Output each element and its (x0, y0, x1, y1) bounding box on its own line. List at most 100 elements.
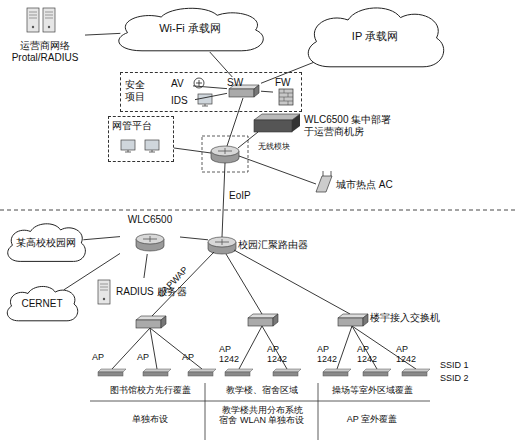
connector-line (195, 93, 227, 99)
router-icon (208, 237, 236, 254)
deploy-note: 教学楼共用分布系统 宿舍 WLAN 单独布设 (214, 405, 310, 426)
connector-line (193, 86, 227, 89)
server-icon (98, 280, 110, 304)
ap-node: AP 1242 (357, 344, 391, 378)
connector-line (83, 237, 120, 240)
deploy-note: AP 室外覆盖 (317, 414, 427, 424)
node-text: IDS (171, 95, 195, 107)
hotspot-ac-icon (316, 176, 332, 192)
node-text: 安全 项目 (125, 79, 151, 102)
ap-icon (323, 369, 351, 376)
ap-icon (273, 369, 301, 376)
node-text: RADIUS 服务器 (116, 286, 192, 298)
wlc-module-side (292, 114, 300, 132)
table-rule (90, 401, 430, 402)
link-line (226, 254, 262, 314)
antivirus-symbol (194, 78, 204, 88)
area-caption: 图书馆校方先行覆盖 (95, 385, 205, 395)
ap-node: AP 1242 (396, 344, 430, 378)
switch-icon (248, 314, 278, 326)
link-line (174, 148, 211, 153)
node-text: FW (275, 77, 299, 89)
router-icon (211, 146, 239, 163)
device-node: SW (227, 77, 261, 103)
node-text: AP 1242 (396, 344, 420, 365)
ap-icon (402, 369, 430, 376)
switch-node: 楼宇接入交换机 (336, 311, 440, 333)
server-icon (27, 8, 39, 32)
network-cloud: CERNET (3, 283, 81, 325)
table-rule (318, 383, 319, 440)
boundary-line (0, 210, 515, 211)
link-line (234, 250, 350, 314)
ssid-label: SSID 1 (440, 360, 485, 370)
router-icon (136, 234, 164, 251)
link-line (238, 132, 258, 148)
switch-icon (136, 316, 166, 328)
ap-icon (225, 369, 253, 376)
node-text: 网管平台 (112, 120, 172, 132)
node-text: Wi-Fi 承载网 (110, 22, 270, 35)
ap-node: AP (92, 344, 126, 378)
wlc-module-front (254, 120, 292, 132)
area-caption: 教学楼、宿舍区域 (207, 385, 317, 395)
area-caption: 操场等室外区域覆盖 (317, 385, 427, 395)
node-text: 运营商网络 Protal/RADIUS (5, 40, 85, 63)
node-text: WLC6500 集中部署 于运营商机房 (304, 114, 402, 137)
node-text: CERNET (3, 298, 81, 310)
node-text: AP 1242 (267, 344, 291, 365)
ap-node: AP 1242 (219, 344, 253, 378)
node-text: SW (227, 77, 261, 89)
ap-icon (143, 369, 171, 376)
server-icon (43, 8, 55, 32)
device-node: FW (273, 77, 299, 109)
device-node: IDS (171, 95, 195, 109)
device-node: 无线模块 WLC6500 集中部署 于运营商机房 (252, 114, 402, 154)
ap-icon (363, 369, 391, 376)
connector-line (210, 52, 233, 77)
firewall-icon (279, 89, 293, 105)
link-line (239, 156, 316, 184)
network-cloud: Wi-Fi 承载网 (110, 4, 270, 56)
device-node: 城市热点 AC (312, 170, 398, 198)
link-label: EoIP (229, 190, 269, 202)
router-node: 校园汇聚路由器 (208, 233, 312, 257)
node-text: 校园汇聚路由器 (238, 239, 312, 251)
firewall-bricks (279, 89, 293, 105)
server-node: 运营商网络 Protal/RADIUS (5, 8, 85, 66)
node-text: AP (92, 352, 114, 362)
monitor-icon (145, 140, 159, 152)
node-text: WLC6500 (120, 214, 180, 226)
node-text: 某高校校园网 (3, 237, 89, 249)
node-text: IP 承载网 (300, 30, 450, 43)
hotspot-antenna (323, 171, 331, 176)
connector-line (85, 33, 120, 35)
ap-node: AP 1242 (317, 344, 351, 378)
group-box: 网管平台 (108, 116, 174, 162)
network-cloud: 某高校校园网 (3, 220, 89, 266)
router-node: WLC6500 (120, 214, 180, 254)
node-text: AP 1242 (357, 344, 381, 365)
node-text: AP (182, 352, 204, 362)
antivirus-plus (196, 80, 202, 86)
connector-line (180, 237, 208, 240)
ap-node: AP (137, 344, 171, 378)
connector-line (261, 91, 273, 93)
network-cloud: IP 承载网 (300, 2, 450, 74)
node-text: AP 1242 (317, 344, 341, 365)
node-text: AP (137, 352, 159, 362)
ap-icon (98, 369, 126, 376)
link-line (152, 252, 214, 316)
node-text: AP 1242 (219, 344, 243, 365)
wlc-module-top (254, 114, 300, 120)
ap-icon (188, 369, 216, 376)
node-text: 城市热点 AC (336, 179, 398, 191)
switch-icon (338, 314, 368, 326)
link-line (112, 328, 202, 369)
monitor-icon (121, 140, 135, 152)
link-line (222, 163, 225, 237)
ap-node: AP (182, 344, 216, 378)
node-text: 无线模块 (258, 142, 308, 151)
